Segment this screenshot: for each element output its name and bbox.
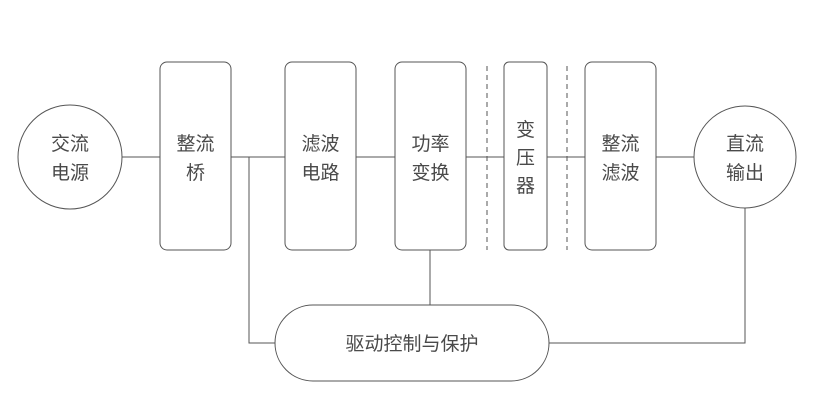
node-transformer: 变 压 器 [503, 61, 548, 251]
node-ac-source-line-1: 交流 [51, 133, 89, 155]
node-filter-circuit-line-1: 滤波 [301, 133, 339, 155]
node-ac-source-line-2: 电源 [51, 162, 89, 184]
connector-control-to-output [549, 208, 746, 344]
node-dc-output-line-2: 输出 [726, 162, 764, 184]
node-transformer-line-2: 压 [516, 147, 535, 169]
connector-rectifier-to-control [248, 157, 275, 344]
node-dc-output-line-1: 直流 [726, 133, 764, 155]
node-power-conversion-line-2: 变换 [411, 162, 449, 184]
node-rectifier-filter-line-2: 滤波 [601, 162, 639, 184]
node-rectifier-filter: 整流 滤波 [584, 61, 657, 251]
isolation-barriers [486, 66, 568, 250]
node-power-conversion: 功率 变换 [394, 61, 467, 251]
node-rectifier-bridge-line-1: 整流 [176, 133, 214, 155]
node-rectifier-filter-line-1: 整流 [601, 133, 639, 155]
node-rectifier-bridge: 整流 桥 [159, 61, 232, 251]
node-drive-control-label: 驱动控制与保护 [345, 333, 478, 355]
node-ac-source: 交流 电源 [17, 104, 123, 210]
node-drive-control: 驱动控制与保护 [274, 304, 550, 382]
node-filter-circuit: 滤波 电路 [284, 61, 357, 251]
connectors [122, 156, 746, 344]
node-transformer-line-1: 变 [516, 119, 535, 141]
node-power-conversion-line-1: 功率 [411, 133, 449, 155]
node-rectifier-bridge-line-2: 桥 [186, 162, 205, 184]
node-dc-output: 直流 输出 [693, 105, 797, 209]
node-filter-circuit-line-2: 电路 [301, 162, 339, 184]
node-transformer-line-3: 器 [516, 175, 535, 197]
